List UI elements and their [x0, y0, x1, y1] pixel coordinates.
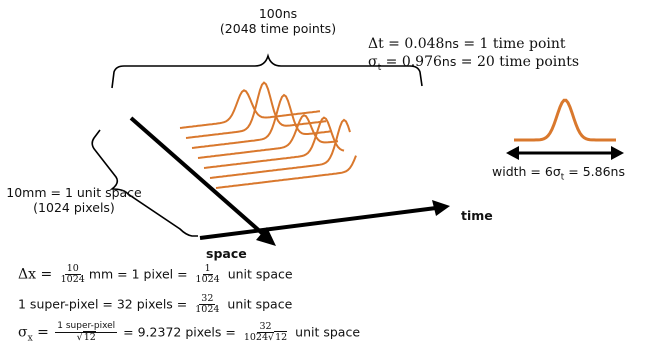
space-axis-arrowhead — [256, 227, 276, 246]
left-brace — [91, 129, 198, 237]
dt-equation: Δt = 0.048ns = 1 time point — [368, 36, 566, 52]
left-brace-label: 10mm = 1 unit space (1024 pixels) — [4, 185, 144, 215]
top-brace-label: 100ns (2048 time points) — [218, 6, 338, 36]
pulse-waveform-6 — [209, 118, 351, 179]
width-label: width = 6σt = 5.86ns — [492, 164, 625, 183]
pulse-waveform-1 — [179, 89, 321, 129]
space-axis-label: space — [206, 246, 247, 261]
pulse-waveforms — [179, 81, 357, 189]
pulse-waveform-5 — [203, 116, 345, 169]
top-brace — [111, 53, 423, 89]
space-axis — [129, 116, 265, 236]
left-brace-line1: 10mm = 1 unit space — [6, 185, 142, 200]
sigma-x-equation: σx = 1 super-pixel√12 = 9.2372 pixels = … — [18, 321, 361, 344]
pulse-waveform-2 — [185, 81, 327, 139]
standalone-pulse — [514, 98, 616, 142]
pulse-waveform-3 — [191, 93, 333, 149]
sigma-t-equation: σt = 0.976ns = 20 time points — [368, 54, 580, 73]
sigma-x-fraction: 1 super-pixel√12 — [55, 321, 118, 343]
top-brace-line2: (2048 time points) — [219, 21, 337, 36]
width-arrow-right-head — [611, 146, 624, 160]
left-brace-line2: (1024 pixels) — [33, 200, 115, 215]
pulse-waveform-4 — [197, 114, 339, 159]
width-arrow-left-head — [506, 146, 519, 160]
time-axis-label: time — [461, 208, 493, 223]
time-axis-arrowhead — [432, 200, 450, 216]
top-brace-line1: 100ns — [258, 6, 298, 21]
time-axis — [199, 206, 437, 240]
pulse-waveform-7 — [215, 155, 357, 189]
